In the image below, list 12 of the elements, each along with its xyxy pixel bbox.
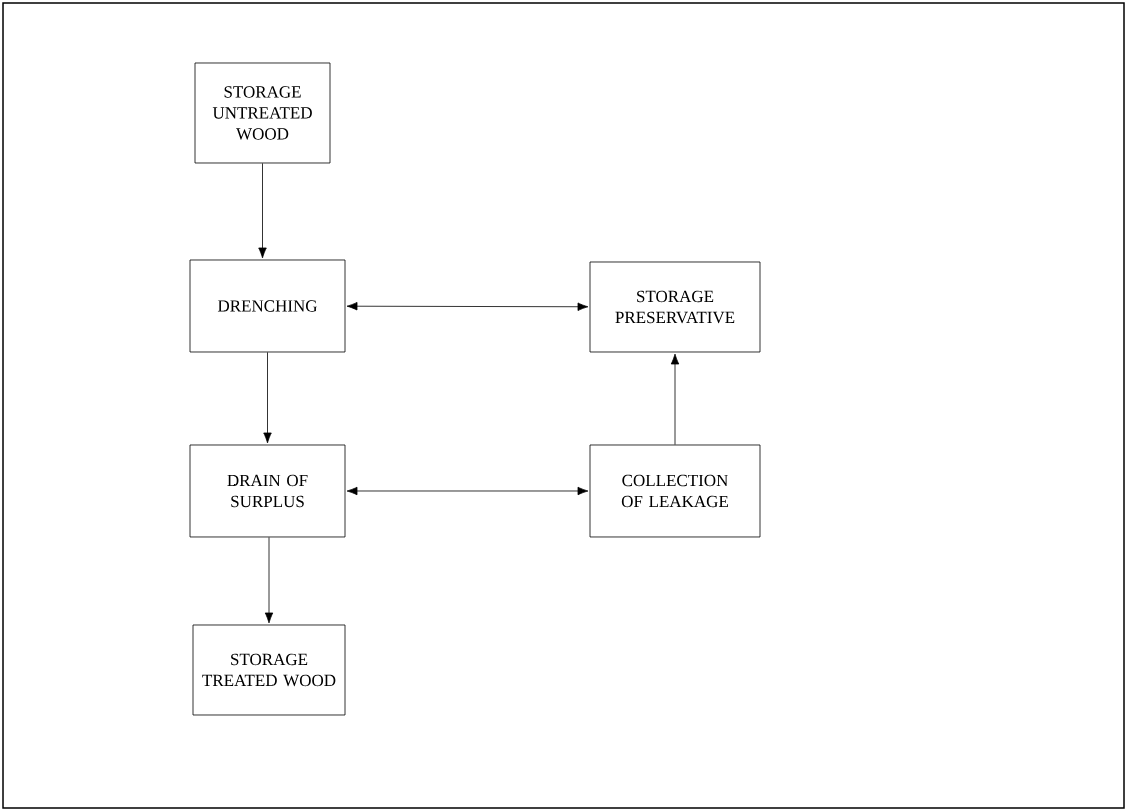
arrow <box>670 353 680 445</box>
arrow <box>258 163 267 259</box>
process-box: STORAGE UNTREATED WOOD <box>194 62 331 164</box>
process-box: COLLECTION OF LEAKAGE <box>589 444 761 538</box>
process-box: STORAGE PRESERVATIVE <box>589 261 761 353</box>
arrow <box>346 486 589 496</box>
arrow <box>263 352 272 444</box>
process-box: DRAIN OF SURPLUS <box>189 444 346 538</box>
process-box: STORAGE TREATED WOOD <box>192 624 346 716</box>
arrow <box>346 302 589 311</box>
arrow <box>264 537 274 624</box>
process-box: DRENCHING <box>189 259 346 353</box>
